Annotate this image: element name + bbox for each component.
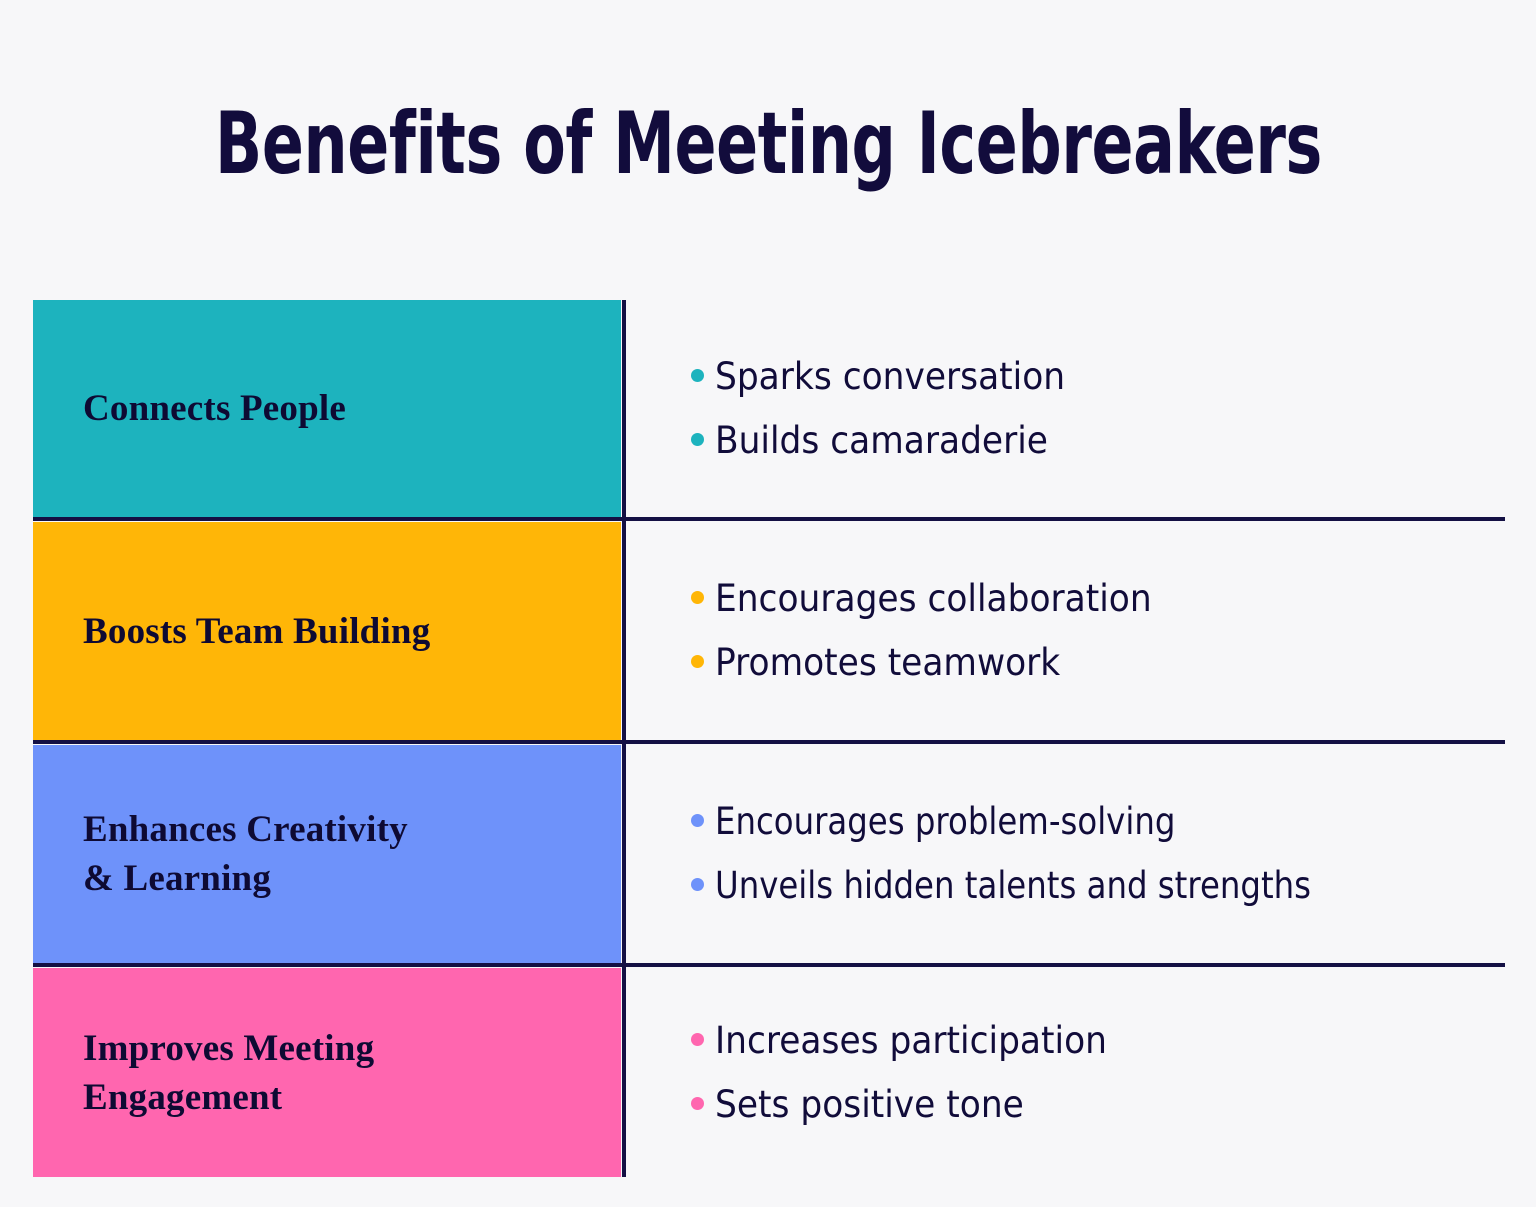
table-row: Enhances Creativity & Learning Encourage… xyxy=(33,745,1505,963)
benefit-bullet-list: Increases participation Sets positive to… xyxy=(663,968,1505,1177)
benefit-label-block: Enhances Creativity & Learning xyxy=(33,745,621,963)
row-divider xyxy=(33,517,1505,521)
bullet-dot-icon xyxy=(691,591,704,604)
benefit-label: Connects People xyxy=(83,388,346,429)
row-divider xyxy=(33,740,1505,744)
benefit-bullet-list: Encourages collaboration Promotes teamwo… xyxy=(663,522,1505,740)
bullet-dot-icon xyxy=(691,1096,704,1110)
bullet-dot-icon xyxy=(691,432,704,446)
bullet-dot-icon xyxy=(691,1032,704,1046)
list-item-label: Encourages problem-solving xyxy=(715,800,1176,843)
list-item-label: Sparks conversation xyxy=(715,354,1066,398)
benefit-label: Enhances Creativity & Learning xyxy=(83,809,408,899)
benefit-label-block: Connects People xyxy=(33,300,621,517)
benefit-label: Improves Meeting Engagement xyxy=(83,1027,375,1118)
benefit-label: Boosts Team Building xyxy=(83,610,431,652)
benefit-bullet-list: Sparks conversation Builds camaraderie xyxy=(663,300,1505,517)
bullet-dot-icon xyxy=(691,878,704,891)
list-item-label: Sets positive tone xyxy=(715,1082,1024,1126)
table-row: Connects People Sparks conversation Buil… xyxy=(33,300,1505,517)
table-row: Improves Meeting Engagement Increases pa… xyxy=(33,968,1505,1177)
benefit-label-block: Boosts Team Building xyxy=(33,522,621,740)
benefit-bullet-list: Encourages problem-solving Unveils hidde… xyxy=(663,745,1505,963)
bullet-dot-icon xyxy=(691,655,704,668)
list-item-label: Unveils hidden talents and strengths xyxy=(715,864,1312,907)
list-item-label: Encourages collaboration xyxy=(715,577,1152,620)
list-item: Promotes teamwork xyxy=(691,638,1505,688)
column-divider xyxy=(622,300,626,1177)
list-item: Builds camaraderie xyxy=(691,416,1505,466)
list-item: Increases participation xyxy=(691,1016,1505,1066)
list-item: Sets positive tone xyxy=(691,1080,1505,1130)
row-divider xyxy=(33,963,1505,967)
list-item-label: Increases participation xyxy=(715,1018,1107,1062)
list-item-label: Builds camaraderie xyxy=(715,418,1048,462)
list-item: Encourages collaboration xyxy=(691,574,1505,624)
benefits-table: Connects People Sparks conversation Buil… xyxy=(33,300,1505,1177)
benefit-label-block: Improves Meeting Engagement xyxy=(33,968,621,1177)
table-row: Boosts Team Building Encourages collabor… xyxy=(33,522,1505,740)
bullet-dot-icon xyxy=(691,814,704,827)
page-title: Benefits of Meeting Icebreakers xyxy=(215,94,1323,194)
bullet-dot-icon xyxy=(691,368,704,382)
list-item: Encourages problem-solving xyxy=(691,797,1505,847)
list-item-label: Promotes teamwork xyxy=(715,641,1061,684)
list-item: Sparks conversation xyxy=(691,352,1505,402)
list-item: Unveils hidden talents and strengths xyxy=(691,861,1505,911)
